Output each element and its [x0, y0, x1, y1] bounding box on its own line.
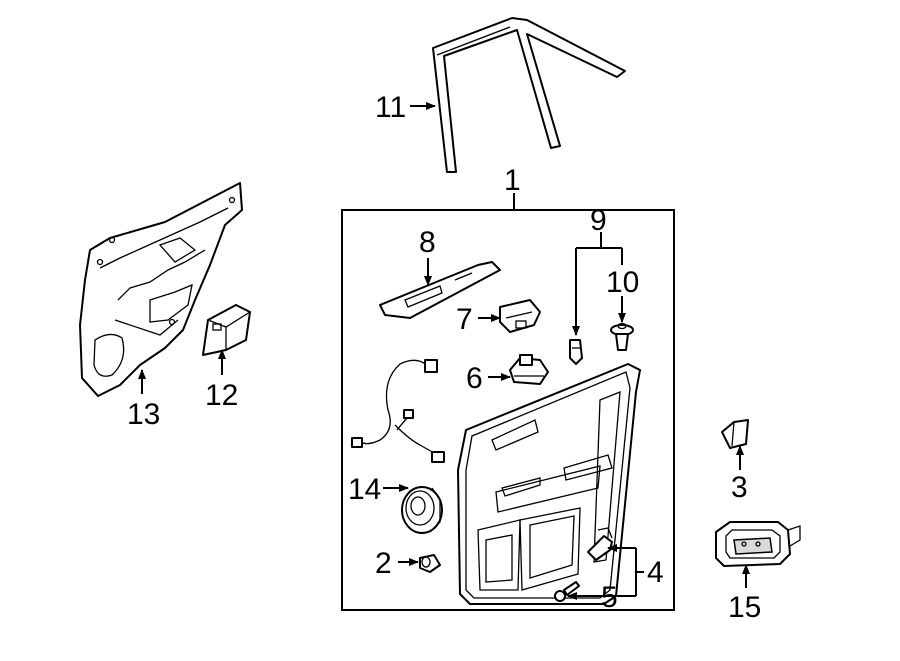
callout-1: 1 [504, 164, 521, 197]
screw-part [554, 581, 580, 602]
switch-plate-part [379, 261, 501, 319]
handle-part [715, 521, 801, 567]
callout-5: 5 [601, 581, 618, 614]
callout-3: 3 [731, 471, 748, 504]
callout-2: 2 [375, 547, 392, 580]
wiring-harness [351, 359, 445, 463]
callout-11: 11 [375, 91, 406, 124]
callout-14: 14 [348, 473, 381, 506]
callout-15: 15 [728, 591, 761, 624]
bracket-upper-part [202, 304, 251, 356]
water-deflector-part [79, 182, 243, 397]
callout-13: 13 [127, 398, 160, 431]
callout-6: 6 [466, 362, 483, 395]
switch-upper-part [499, 299, 541, 333]
callout-7: 7 [456, 303, 473, 336]
speaker-part [401, 486, 443, 534]
push-pin-part [610, 322, 634, 351]
weatherstrip-part [432, 17, 626, 173]
switch-lower-part [509, 354, 549, 385]
callout-10: 10 [606, 266, 639, 299]
assembly-frame [341, 209, 675, 611]
callout-12: 12 [205, 379, 238, 412]
clip-part [569, 339, 583, 365]
door-trim-panel-part [457, 363, 641, 605]
bezel-part [721, 419, 749, 449]
clip-small-part [419, 554, 441, 573]
callout-8: 8 [419, 226, 436, 259]
callout-4: 4 [647, 556, 664, 589]
callout-9: 9 [590, 204, 607, 237]
